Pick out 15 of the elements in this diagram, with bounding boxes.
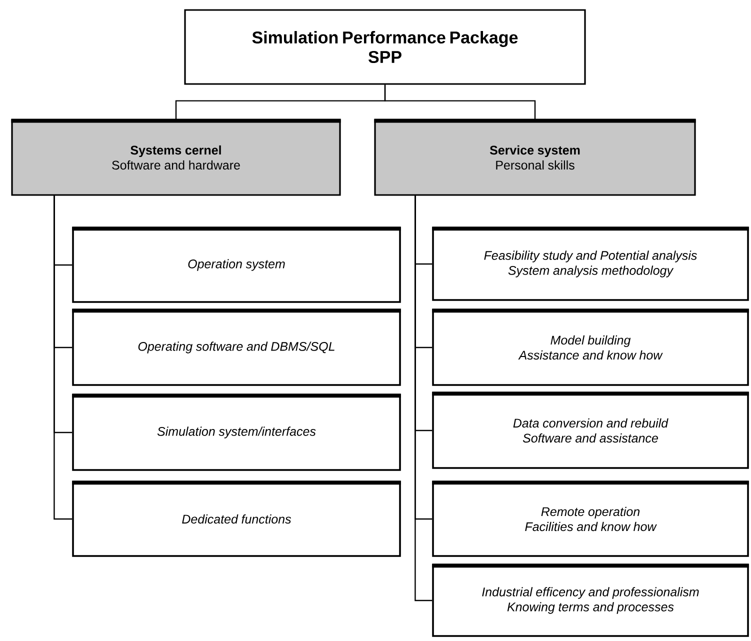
item-box: Operating software and DBMS/SQL: [72, 308, 401, 386]
connector-line: [414, 196, 432, 602]
item-box: Industrial efficency and professionalism Knowing terms and processes: [432, 564, 749, 637]
category-box: Service system Personal skills: [374, 118, 696, 196]
connector-line: [54, 196, 72, 520]
category-box: Systems cernel Software and hardware: [11, 118, 341, 196]
title-box: Simulation Performance Package SPP: [184, 9, 586, 85]
item-box: Data conversion and rebuild Software and assistance: [432, 392, 749, 469]
item-box: Feasibility study and Potential analysis System analysis methodology: [432, 226, 749, 301]
item-box: Operation system: [72, 226, 401, 303]
connector-line: [384, 84, 536, 120]
item-box: Remote operation Facilities and know how: [432, 480, 749, 557]
item-box: Simulation system/interfaces: [72, 394, 401, 471]
item-box: Model building Assistance and know how: [432, 308, 749, 386]
item-box: Dedicated functions: [72, 480, 401, 557]
